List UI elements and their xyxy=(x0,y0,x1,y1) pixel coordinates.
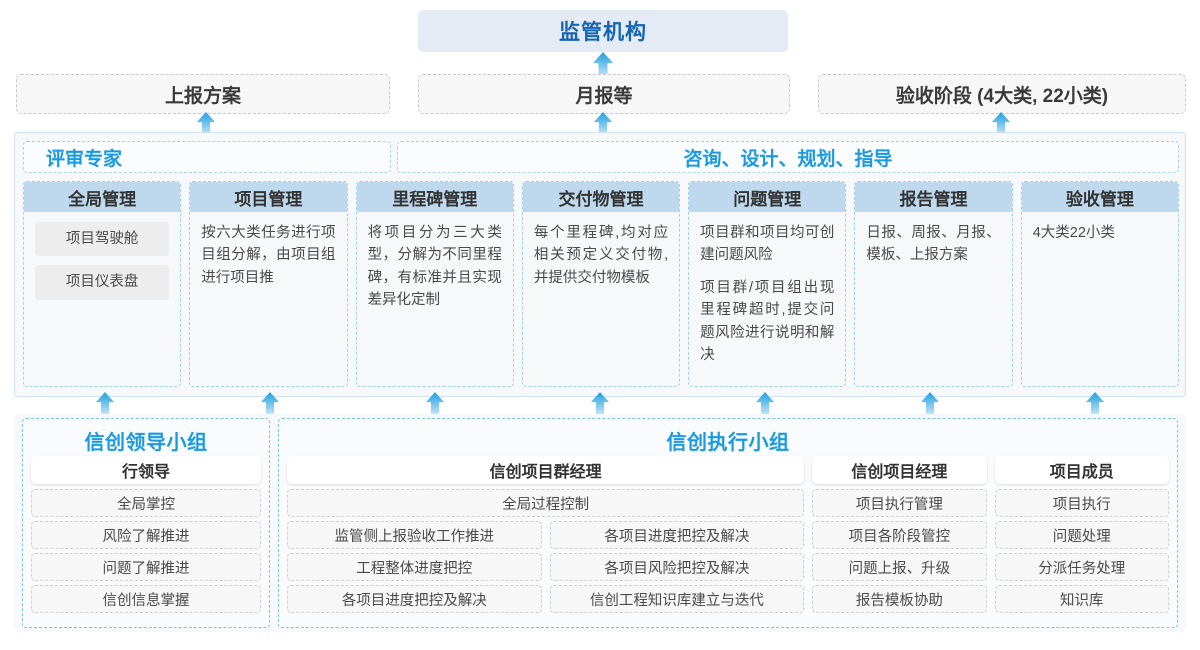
list-item[interactable]: 项目执行管理 xyxy=(812,489,987,517)
role-band-consulting: 咨询、设计、规划、指导 xyxy=(397,141,1179,173)
module-paragraph: 项目群/项目组出现里程碑超时,提交问题风险进行说明和解决 xyxy=(700,279,835,364)
program-manager-right-items: 各项目进度把控及解决 各项目风险把控及解决 信创工程知识库建立与迭代 xyxy=(549,521,805,613)
list-item[interactable]: 项目执行 xyxy=(994,489,1170,517)
module-pill[interactable]: 项目驾驶舱 xyxy=(35,222,170,257)
leading-group-panel: 信创领导小组 行领导 全局掌控 风险了解推进 问题了解推进 信创信息掌握 xyxy=(22,418,270,628)
list-item[interactable]: 各项目进度把控及解决 xyxy=(287,585,542,613)
column-head[interactable]: 信创项目群经理 xyxy=(287,456,805,484)
arrow-up-icon xyxy=(195,112,217,138)
list-item[interactable]: 分派任务处理 xyxy=(994,553,1170,581)
module-paragraph: 4大类22小类 xyxy=(1032,225,1115,241)
module-card-deliverable[interactable]: 交付物管理 每个里程碑,均对应相关预定义交付物,并提供交付物模板 xyxy=(521,181,681,387)
arrow-up-icon xyxy=(920,392,942,418)
list-item[interactable]: 风险了解推进 xyxy=(31,521,261,549)
arrow-up-icon xyxy=(1085,392,1107,418)
list-item[interactable]: 信创信息掌握 xyxy=(31,585,261,613)
module-pill[interactable]: 项目仪表盘 xyxy=(35,265,170,300)
program-manager-subcolumns: 监管侧上报验收工作推进 工程整体进度把控 各项目进度把控及解决 各项目进度把控及… xyxy=(287,521,805,613)
list-item[interactable]: 问题了解推进 xyxy=(31,553,261,581)
report-box-2: 验收阶段 (4大类, 22小类) xyxy=(818,74,1186,114)
list-item[interactable]: 报告模板协助 xyxy=(812,585,987,613)
module-title: 交付物管理 xyxy=(522,182,680,212)
role-band-review-experts: 评审专家 xyxy=(23,141,391,173)
leading-group-columns: 行领导 全局掌控 风险了解推进 问题了解推进 信创信息掌握 xyxy=(31,456,261,619)
arrow-up-icon xyxy=(990,112,1012,138)
list-item[interactable]: 工程整体进度把控 xyxy=(287,553,542,581)
column-items: 全局过程控制 监管侧上报验收工作推进 工程整体进度把控 各项目进度把控及解决 各… xyxy=(287,489,805,613)
module-title: 问题管理 xyxy=(689,182,846,212)
module-title: 全局管理 xyxy=(24,182,181,212)
module-body: 每个里程碑,均对应相关预定义交付物,并提供交付物模板 xyxy=(523,212,679,386)
arrow-up-icon xyxy=(95,392,117,418)
program-manager-left-items: 监管侧上报验收工作推进 工程整体进度把控 各项目进度把控及解决 xyxy=(287,521,542,613)
column-bank-leader: 行领导 全局掌控 风险了解推进 问题了解推进 信创信息掌握 xyxy=(31,456,261,619)
module-card-milestone[interactable]: 里程碑管理 将项目分为三大类型，分解为不同里程碑，有标准并且实现差异化定制 xyxy=(355,181,514,387)
arrow-up-icon xyxy=(592,112,614,138)
module-paragraph: 日报、周报、月报、模板、上报方案 xyxy=(866,225,1001,264)
module-title: 项目管理 xyxy=(190,182,347,212)
column-items: 项目执行管理 项目各阶段管控 问题上报、升级 报告模板协助 xyxy=(812,489,987,613)
role-band-right-label: 咨询、设计、规划、指导 xyxy=(683,148,893,170)
list-item[interactable]: 各项目风险把控及解决 xyxy=(549,553,805,581)
module-paragraph: 项目群和项目均可创建问题风险 xyxy=(700,225,835,264)
module-card-project[interactable]: 项目管理 按六大类任务进行项目组分解，由项目组进行项目推 xyxy=(189,181,348,387)
arrow-up-icon xyxy=(590,392,612,418)
module-title: 里程碑管理 xyxy=(356,182,513,212)
module-card-global[interactable]: 全局管理 项目驾驶舱 项目仪表盘 xyxy=(23,181,182,387)
column-head[interactable]: 信创项目经理 xyxy=(812,456,987,484)
column-head[interactable]: 行领导 xyxy=(31,456,261,484)
module-body: 项目驾驶舱 项目仪表盘 xyxy=(24,212,180,386)
column-program-manager: 信创项目群经理 全局过程控制 监管侧上报验收工作推进 工程整体进度把控 各项目进… xyxy=(287,456,805,619)
list-item[interactable]: 全局过程控制 xyxy=(287,489,805,517)
module-body: 日报、周报、月报、模板、上报方案 xyxy=(855,212,1011,386)
bottom-container: 信创领导小组 行领导 全局掌控 风险了解推进 问题了解推进 信创信息掌握 信创执… xyxy=(14,414,1186,632)
module-body: 按六大类任务进行项目组分解，由项目组进行项目推 xyxy=(190,212,346,386)
arrow-up-icon xyxy=(260,392,282,418)
column-head[interactable]: 项目成员 xyxy=(994,456,1170,484)
arrow-up-icon xyxy=(425,392,447,418)
list-item[interactable]: 项目各阶段管控 xyxy=(812,521,987,549)
column-items: 全局掌控 风险了解推进 问题了解推进 信创信息掌握 xyxy=(31,489,261,613)
module-body: 4大类22小类 xyxy=(1022,212,1178,386)
regulator-box: 监管机构 xyxy=(418,10,788,52)
list-item[interactable]: 知识库 xyxy=(994,585,1170,613)
report-box-0: 上报方案 xyxy=(16,74,390,114)
module-paragraph: 将项目分为三大类型，分解为不同里程碑，有标准并且实现差异化定制 xyxy=(367,225,502,309)
arrow-up-icon xyxy=(755,392,777,418)
exec-group-title: 信创执行小组 xyxy=(666,432,790,454)
list-item[interactable]: 信创工程知识库建立与迭代 xyxy=(549,585,805,613)
list-item[interactable]: 问题处理 xyxy=(994,521,1170,549)
list-item[interactable]: 监管侧上报验收工作推进 xyxy=(287,521,542,549)
module-card-report[interactable]: 报告管理 日报、周报、月报、模板、上报方案 xyxy=(854,181,1013,387)
list-item[interactable]: 各项目进度把控及解决 xyxy=(549,521,805,549)
module-title: 验收管理 xyxy=(1021,182,1178,212)
module-card-acceptance[interactable]: 验收管理 4大类22小类 xyxy=(1020,181,1179,387)
module-card-issue[interactable]: 问题管理 项目群和项目均可创建问题风险 项目群/项目组出现里程碑超时,提交问题风… xyxy=(688,181,847,387)
exec-group-panel: 信创执行小组 信创项目群经理 全局过程控制 监管侧上报验收工作推进 工程整体进度… xyxy=(278,418,1178,628)
column-project-manager: 信创项目经理 项目执行管理 项目各阶段管控 问题上报、升级 报告模板协助 xyxy=(812,456,987,619)
module-paragraph: 按六大类任务进行项目组分解，由项目组进行项目推 xyxy=(201,225,336,286)
module-paragraph: 每个里程碑,均对应相关预定义交付物,并提供交付物模板 xyxy=(533,225,669,286)
column-project-members: 项目成员 项目执行 问题处理 分派任务处理 知识库 xyxy=(994,456,1170,619)
list-item[interactable]: 全局掌控 xyxy=(31,489,261,517)
module-body: 将项目分为三大类型，分解为不同里程碑，有标准并且实现差异化定制 xyxy=(357,212,513,386)
module-body: 项目群和项目均可创建问题风险 项目群/项目组出现里程碑超时,提交问题风险进行说明… xyxy=(689,212,845,386)
leading-group-title: 信创领导小组 xyxy=(84,432,208,454)
report-box-1: 月报等 xyxy=(418,74,790,114)
list-item[interactable]: 问题上报、升级 xyxy=(812,553,987,581)
arrow-up-icon xyxy=(592,52,614,78)
role-band-left-label: 评审专家 xyxy=(46,148,123,170)
column-items: 项目执行 问题处理 分派任务处理 知识库 xyxy=(994,489,1170,613)
module-row: 全局管理 项目驾驶舱 项目仪表盘 项目管理 按六大类任务进行项目组分解，由项目组… xyxy=(23,181,1179,387)
exec-group-columns: 信创项目群经理 全局过程控制 监管侧上报验收工作推进 工程整体进度把控 各项目进… xyxy=(287,456,1170,619)
module-title: 报告管理 xyxy=(855,182,1012,212)
modules-container: 评审专家 咨询、设计、规划、指导 全局管理 项目驾驶舱 项目仪表盘 项目管理 按… xyxy=(14,132,1186,397)
